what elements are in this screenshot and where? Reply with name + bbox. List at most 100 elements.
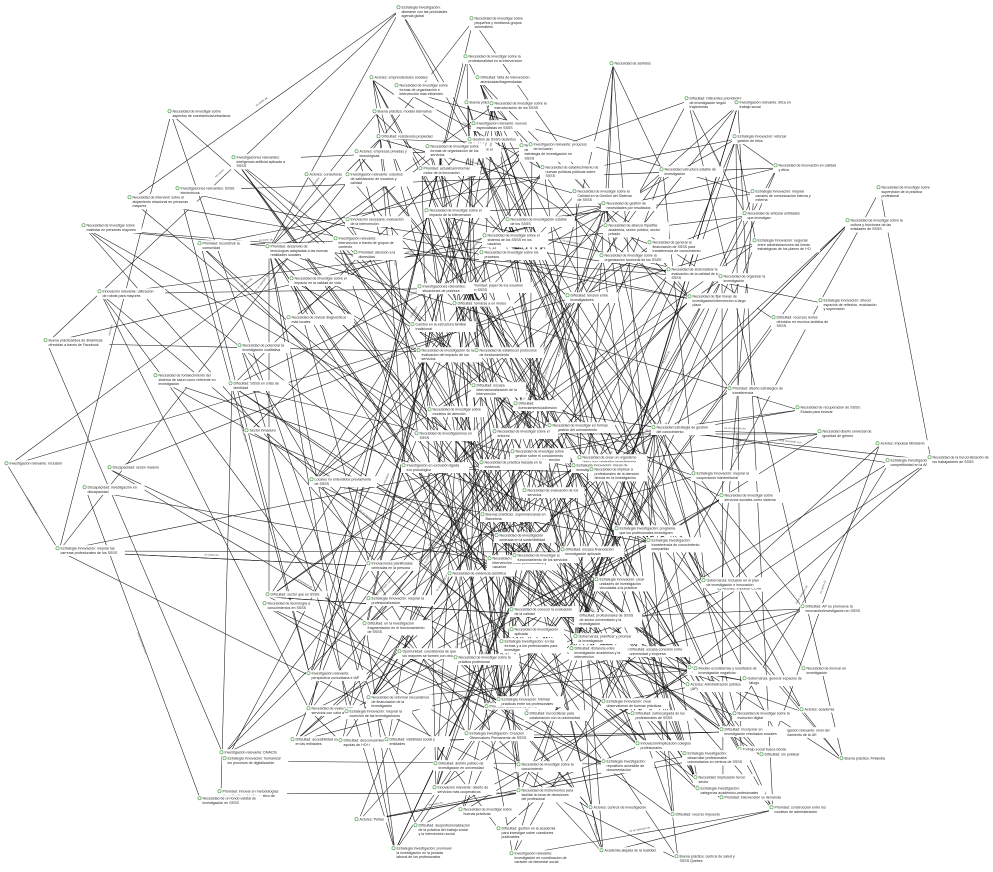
concept-node[interactable]: Dificultad: sector que es SSSS xyxy=(265,591,328,598)
concept-node[interactable]: Investigación relevante: DNACIS xyxy=(219,749,284,756)
concept-node[interactable]: Academia alejada de la realidad xyxy=(599,847,664,854)
concept-node[interactable]: Actores: Administración pública(AP) xyxy=(685,681,750,692)
concept-node[interactable]: Dificultad: sin publicar xyxy=(759,751,811,758)
concept-node[interactable]: Actores: impulsar Ministerio xyxy=(875,440,934,447)
concept-node[interactable]: Necesidad de sentidos xyxy=(609,60,655,67)
concept-node[interactable]: Actores: academia xyxy=(799,706,838,713)
concept-node[interactable]: Investigación relevante:perspectiva comu… xyxy=(306,670,367,681)
concept-node[interactable]: Investigaciones relevantes:inteligencia … xyxy=(231,154,301,170)
concept-node[interactable]: Prioridad: intervención vs demanda xyxy=(719,794,789,801)
concept-node[interactable]: Estrategia Investigación:repositorio acc… xyxy=(601,758,655,774)
concept-node[interactable]: Actores: centros de investigación xyxy=(588,804,657,811)
concept-node[interactable]: Dificultad: resistencia propiedad xyxy=(376,133,445,140)
concept-node[interactable]: Dificultad: recurso impuesto xyxy=(670,811,729,818)
concept-node[interactable]: Dificultad:licenciamiento/adhesión xyxy=(513,400,563,411)
concept-node[interactable]: Buena práctica: modelo Barnahus xyxy=(372,108,437,115)
concept-node[interactable]: Gestión de SSSS desiertos xyxy=(467,136,521,143)
concept-node[interactable]: Investigación relevante:intervención a t… xyxy=(333,235,403,251)
concept-node[interactable]: Estrategia Investigación:desarrollar pro… xyxy=(682,750,751,766)
concept-node[interactable]: Estrategia Investigación:alinearse con l… xyxy=(396,4,457,20)
concept-node[interactable]: Buena práctica: Finlandia xyxy=(839,755,893,762)
concept-node[interactable]: Actores: emprendedores sociales xyxy=(369,74,434,81)
concept-node[interactable]: Necesidad de evidencia científica xyxy=(447,570,516,577)
concept-node[interactable]: Investigación relevante:investigación en… xyxy=(509,850,576,866)
